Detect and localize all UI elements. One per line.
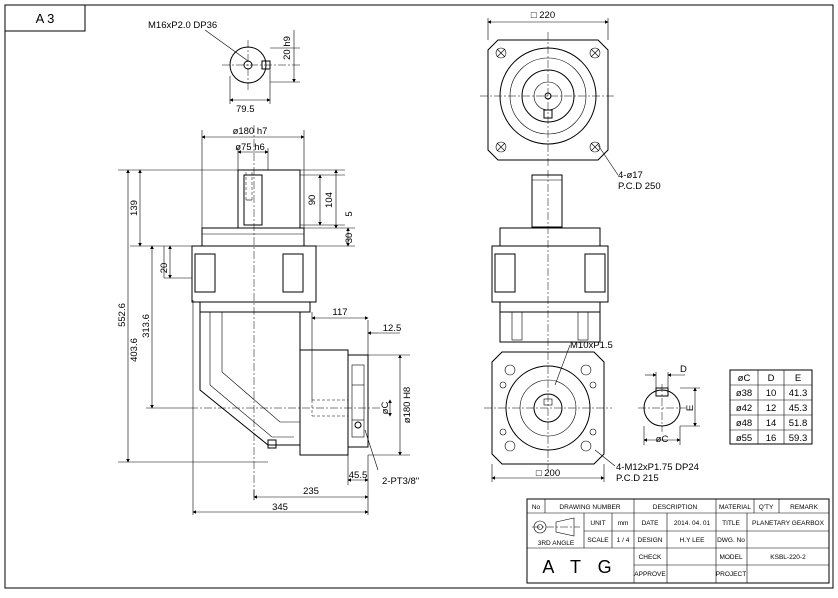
tb-approve: APPROVE (634, 571, 666, 578)
dim-hole-pattern: 4-ø17 (618, 170, 643, 181)
tb-design-value: H.Y LEE (680, 537, 705, 544)
tb-description: DESCRIPTION (653, 504, 698, 511)
sheet-size-box (4, 4, 86, 32)
dim-12-5: 12.5 (383, 323, 402, 334)
tb-date-value: 2014. 04. 01 (674, 520, 711, 527)
tb-date: DATE (642, 520, 660, 527)
table-cell: 14 (766, 418, 777, 429)
tb-angle: 3RD ANGLE (538, 540, 575, 547)
table-cell: 12 (766, 403, 777, 414)
company-logo: A T G (542, 557, 617, 577)
tb-no: No (532, 504, 541, 511)
dim-180-h7: ø180 h7 (233, 126, 268, 137)
dim-200-square: □ 200 (536, 468, 560, 479)
dim-key-d: D (680, 364, 687, 375)
dim-keyway-width: 20 h9 (282, 36, 293, 60)
tb-title: TITLE (722, 520, 740, 527)
tb-project: PROJECT (716, 571, 746, 578)
dim-139: 139 (129, 200, 140, 216)
front-view-body (484, 170, 616, 482)
tb-design: DESIGN (638, 537, 663, 544)
tb-title-value: PLANETARY GEARBOX (752, 520, 825, 527)
dim-30: 30 (344, 233, 355, 244)
title-block (526, 498, 830, 584)
table-cell: 16 (766, 433, 777, 444)
tb-scale: SCALE (587, 537, 609, 544)
tb-model: MODEL (719, 554, 743, 561)
table-cell: 59.3 (789, 433, 808, 444)
dim-pt-ports: 2-PT3/8" (382, 476, 419, 487)
tb-dwg-no: DWG. No (717, 537, 745, 544)
table-cell: ø42 (736, 403, 752, 414)
dim-79-5: 79.5 (236, 104, 255, 115)
dim-220-square: □ 220 (531, 10, 555, 21)
shaft-end-view (204, 29, 300, 104)
tb-model-value: KSBL-220-2 (770, 554, 806, 561)
dim-pcd-250: P.C.D 250 (618, 181, 661, 192)
dim-117: 117 (332, 307, 347, 318)
table-header-c: øC (738, 373, 751, 384)
dim-c-bore: øC (380, 402, 391, 415)
dim-key-c: øC (656, 434, 669, 445)
dim-m12-holes: 4-M12xP1.75 DP24 (616, 462, 699, 473)
table-cell: ø38 (736, 388, 752, 399)
dim-104: 104 (324, 192, 335, 208)
dim-75-h6: ø75 h6 (235, 142, 265, 153)
dim-313-6: 313.6 (141, 314, 152, 338)
table-cell: 45.3 (789, 403, 808, 414)
dim-235: 235 (303, 486, 319, 497)
table-cell: 51.8 (789, 418, 808, 429)
dim-45-5: 45.5 (349, 470, 368, 481)
dim-403-6: 403.6 (129, 338, 140, 362)
table-header-e: E (795, 373, 801, 384)
dim-key-e: E (685, 405, 696, 411)
table-cell: ø48 (736, 418, 752, 429)
dim-180-h8: ø180 H8 (402, 387, 413, 423)
dim-5: 5 (344, 211, 355, 216)
tb-qty: Q'TY (759, 504, 774, 511)
tb-unit-value: mm (618, 520, 629, 527)
table-cell: 10 (766, 388, 777, 399)
table-cell: 41.3 (789, 388, 808, 399)
tb-material: MATERIAL (719, 504, 751, 511)
side-view-body (190, 125, 380, 500)
dim-pcd-215: P.C.D 215 (616, 473, 659, 484)
side-view-dimensions (118, 130, 410, 515)
tb-remark: REMARK (790, 504, 818, 511)
dim-m10-thread: M10xP1.5 (570, 340, 613, 351)
dim-345: 345 (272, 502, 288, 513)
tb-unit: UNIT (590, 520, 605, 527)
dim-m16-thread: M16xP2.0 DP36 (148, 20, 217, 31)
sheet-size-label: A 3 (36, 11, 55, 26)
dim-552-6: 552.6 (117, 303, 128, 327)
table-cell: ø55 (736, 433, 752, 444)
tb-check: CHECK (639, 554, 662, 561)
dim-90: 90 (307, 195, 318, 206)
shaft-size-table (729, 369, 813, 445)
sheet-border (4, 4, 834, 589)
keyway-detail (638, 372, 700, 445)
table-header-d: D (768, 373, 775, 384)
tb-drawing-number: DRAWING NUMBER (559, 504, 620, 511)
top-view-flange (480, 18, 619, 176)
tb-scale-value: 1 / 4 (617, 537, 630, 544)
dim-20: 20 (159, 263, 170, 274)
